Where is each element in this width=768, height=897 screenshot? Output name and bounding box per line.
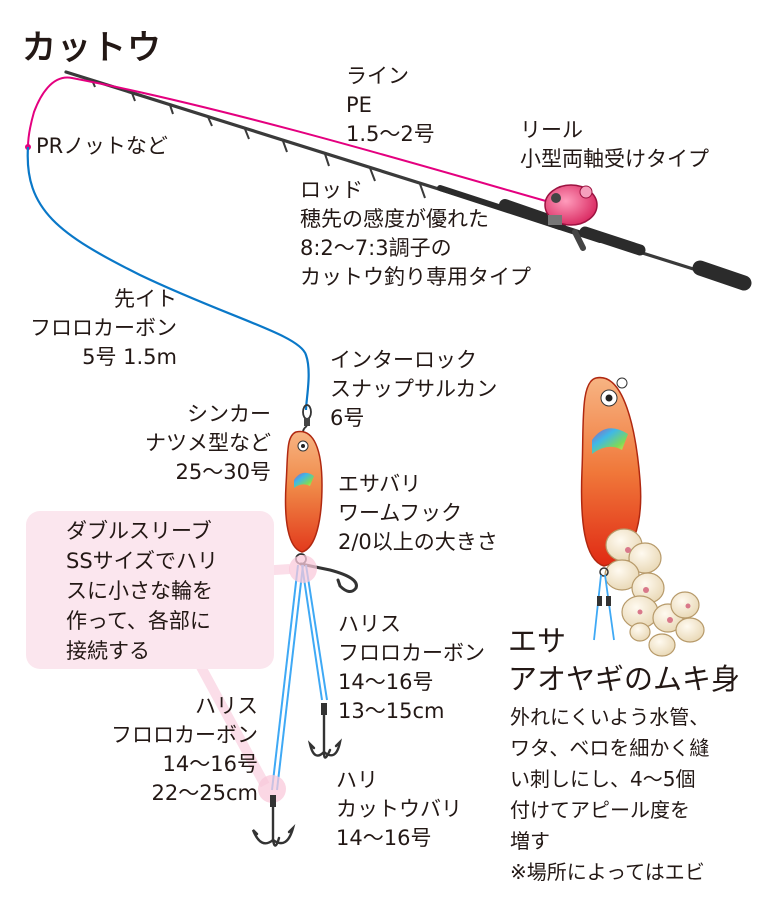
bait-title: エサ アオヤギのムキ身 [508, 624, 741, 696]
harisu-right-label: ハリス フロロカーボン 14〜16号 13〜15cm [338, 612, 485, 723]
rig-lines [271, 564, 328, 791]
sinker-label: シンカー ナツメ型など 25〜30号 [145, 402, 271, 484]
sleeve-label: ダブルスリーブ SSサイズでハリ スに小さな輪を 作って、各部に 接続する [66, 519, 219, 663]
baited-sinker-icon [580, 377, 705, 657]
leader-label: 先イト フロロカーボン 5号 1.5m [30, 287, 177, 369]
hook-label: ハリ カットウバリ 14〜16号 [336, 768, 462, 850]
page-title: カットウ [22, 28, 162, 68]
bait-note: 外れにくいよう水管、 ワタ、ベロを細かく縫 い刺しにし、4〜5個 付けてアピール… [510, 705, 710, 884]
rod-icon [64, 70, 752, 291]
reel-label: リール 小型両軸受けタイプ [520, 118, 709, 171]
bait-hook-label: エサバリ ワームフック 2/0以上の大きさ [338, 472, 498, 554]
bait-hook-icon [299, 562, 358, 593]
sinker-icon [284, 430, 323, 565]
harisu-left-label: ハリス フロロカーボン 14〜16号 22〜25cm [111, 694, 258, 805]
treble-hook-icon-2 [251, 805, 296, 847]
snap-label: インターロック スナップサルカン 6号 [330, 348, 498, 430]
sleeve-callout [26, 511, 274, 669]
line-label: ライン PE 1.5〜2号 [346, 64, 435, 146]
knot-label: PRノットなど [36, 134, 168, 158]
sleeve-highlight-top [289, 555, 317, 583]
main-line [27, 76, 561, 206]
reel-icon [544, 184, 598, 251]
leader-line [26, 146, 310, 411]
rod-label: ロッド 穂先の感度が優れた 8:2〜7:3調子の カットウ釣り専用タイプ [300, 178, 531, 289]
treble-hook-icon [307, 713, 342, 759]
